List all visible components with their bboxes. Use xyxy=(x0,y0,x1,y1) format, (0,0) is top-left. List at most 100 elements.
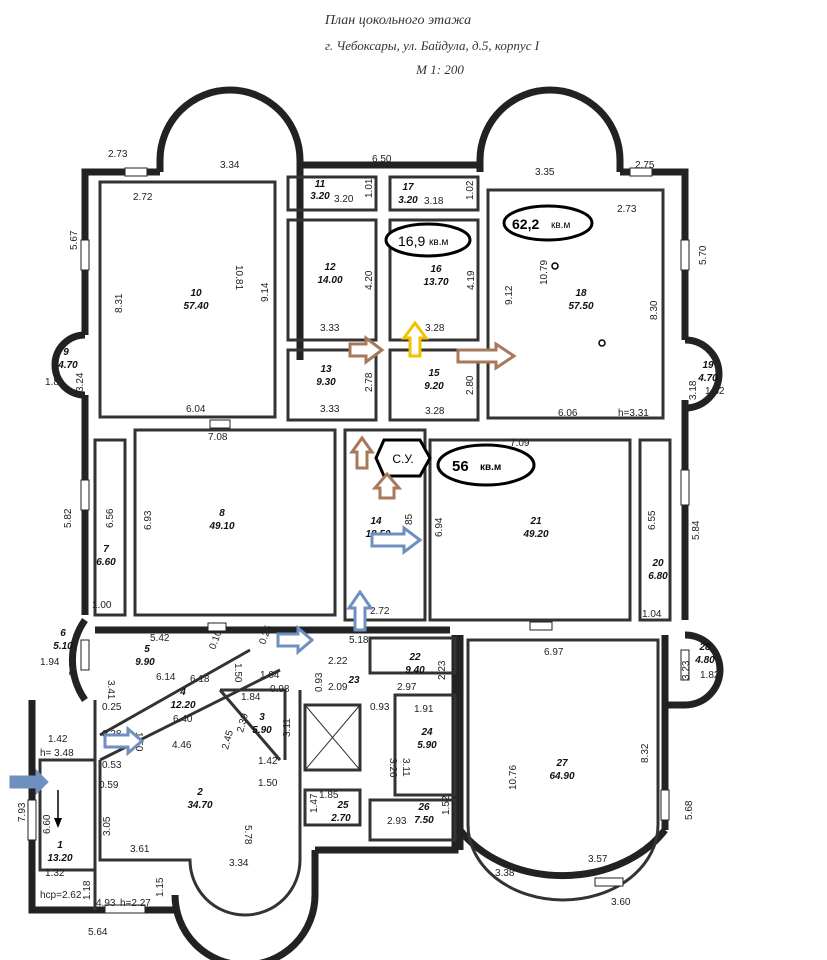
room-number: 22 xyxy=(408,652,421,663)
room-area: 4.70 xyxy=(57,360,78,371)
dimension-label: 2.75 xyxy=(635,160,655,171)
room-area: 57.50 xyxy=(568,301,593,312)
dimension-label: 3.26 xyxy=(387,758,398,778)
arrow-up-brown-2 xyxy=(371,471,403,500)
dimension-label: 3.38 xyxy=(495,868,515,879)
dimension-label: 0.25 xyxy=(102,702,122,713)
dimension-label: 6.04 xyxy=(186,404,206,415)
dimension-label: 8.30 xyxy=(649,300,660,320)
arrow-right-blue-3 xyxy=(103,725,145,757)
dimension-label: 1.85 xyxy=(319,790,339,801)
room-area: 9.30 xyxy=(316,377,336,388)
room-area: 64.90 xyxy=(549,771,574,782)
room-area: 3.20 xyxy=(398,195,418,206)
arrow-right-blue-1 xyxy=(370,525,423,555)
dimension-label: кв.м xyxy=(429,237,448,248)
room-area: 4.70 xyxy=(697,373,718,384)
dimension-label: 1.42 xyxy=(258,756,278,767)
area-badge-16-9: 16,9 кв.м xyxy=(384,222,472,258)
room-number: 13 xyxy=(320,364,332,375)
dimension-label: 3.11 xyxy=(282,718,293,737)
dimension-label: 1.91 xyxy=(414,704,434,715)
dimension-label: 1.82 xyxy=(700,670,720,681)
dimension-label: 0.59 xyxy=(99,780,119,791)
dimension-label: 6.06 xyxy=(558,408,578,419)
room-number: 21 xyxy=(529,516,542,527)
dimension-label: 1.42 xyxy=(48,734,68,745)
dimension-label: 2.22 xyxy=(328,656,348,667)
dimension-label: 1.52 xyxy=(441,795,452,815)
arrow-right-brown-1 xyxy=(348,335,385,365)
room-number: 3 xyxy=(259,712,265,723)
marker-dot xyxy=(598,339,606,347)
dimension-label: 1.84 xyxy=(241,692,261,703)
dimension-label: 3.33 xyxy=(320,323,340,334)
room-area: 34.70 xyxy=(187,800,212,811)
dimension-label: 3.28 xyxy=(425,406,445,417)
room-number: 4 xyxy=(179,687,186,698)
dimension-label: 4.20 xyxy=(364,270,375,290)
dimension-label: 3.60 xyxy=(611,897,631,908)
dimension-label: 1.02 xyxy=(465,180,476,200)
dimension-label: 7.09 xyxy=(510,438,530,449)
dimension-label: 3.23 xyxy=(681,660,692,680)
dimension-label: 3.24 xyxy=(75,372,86,392)
room-number: 27 xyxy=(555,758,568,769)
arrow-right-blue-filled xyxy=(9,768,49,796)
dimension-label: 1.01 xyxy=(364,178,375,198)
dimension-label: 0.53 xyxy=(102,760,122,771)
dimension-label: кв.м xyxy=(480,462,501,473)
dimension-label: 3.41 xyxy=(105,680,116,700)
dimension-label: hср=2.62 xyxy=(40,890,82,901)
arrow-up-blue xyxy=(346,589,374,632)
dimension-labels: 2.73 3.34 6.50 3.35 2.75 2.72 3.20 1.01 … xyxy=(17,149,725,938)
arrow-up-yellow xyxy=(401,320,429,358)
dimension-label: 5.68 xyxy=(684,800,695,820)
dimension-label: 9.12 xyxy=(504,285,515,305)
dimension-label: 5.78 xyxy=(242,825,253,845)
dimension-label: 6.94 xyxy=(434,517,445,537)
room-number: 26 xyxy=(417,802,430,813)
room-number: 1 xyxy=(57,840,63,851)
dimension-label: 5.64 xyxy=(88,927,108,938)
room-number: 9 xyxy=(63,347,69,358)
dimension-label: 62,2 xyxy=(512,216,539,232)
room-area: 6.60 xyxy=(96,557,116,568)
dimension-label: 2.73 xyxy=(108,149,128,160)
dimension-label: 8.31 xyxy=(114,293,125,313)
dimension-label: 2.93 xyxy=(387,816,407,827)
dimension-label: 6.93 xyxy=(143,510,154,530)
dimension-label: 3.61 xyxy=(130,844,150,855)
dimension-label: 0.93 xyxy=(370,702,390,713)
room-number: 8 xyxy=(219,508,225,519)
dimension-label: 1.81 xyxy=(45,377,65,388)
dimension-label: 7.08 xyxy=(208,432,228,443)
room-number: 2 xyxy=(196,787,203,798)
room-number: 7 xyxy=(103,544,109,555)
area-badge-56: 56 кв.м xyxy=(436,443,536,487)
arrow-right-blue-2 xyxy=(276,624,315,656)
dimension-label: 1.04 xyxy=(260,670,280,681)
dimension-label: 1.18 xyxy=(82,880,93,900)
room-number: 10 xyxy=(190,288,202,299)
room-area: 57.40 xyxy=(183,301,208,312)
dimension-label: 9.14 xyxy=(260,282,271,302)
plan-address: г. Чебоксары, ул. Байдула, д.5, корпус I xyxy=(325,38,540,53)
dimension-label: 1.94 xyxy=(40,657,60,668)
dimension-label: кв.м xyxy=(551,220,570,231)
room-number: 15 xyxy=(428,368,440,379)
dimension-label: 1.82 xyxy=(705,386,725,397)
stair-arrowhead xyxy=(54,818,62,828)
room-number: 25 xyxy=(336,800,349,811)
dimension-label: 3.28 xyxy=(425,323,445,334)
dimension-label: 6.55 xyxy=(647,510,658,530)
dimension-label: 2.45 xyxy=(220,729,236,751)
room-number: 23 xyxy=(347,675,360,686)
dimension-label: h=2.27 xyxy=(120,898,151,909)
dimension-label: 1.50 xyxy=(258,778,278,789)
dimension-label: 5.82 xyxy=(63,508,74,528)
dimension-label: 2.72 xyxy=(133,192,153,203)
dimension-label: 2.73 xyxy=(617,204,637,215)
room-area: 7.50 xyxy=(414,815,434,826)
